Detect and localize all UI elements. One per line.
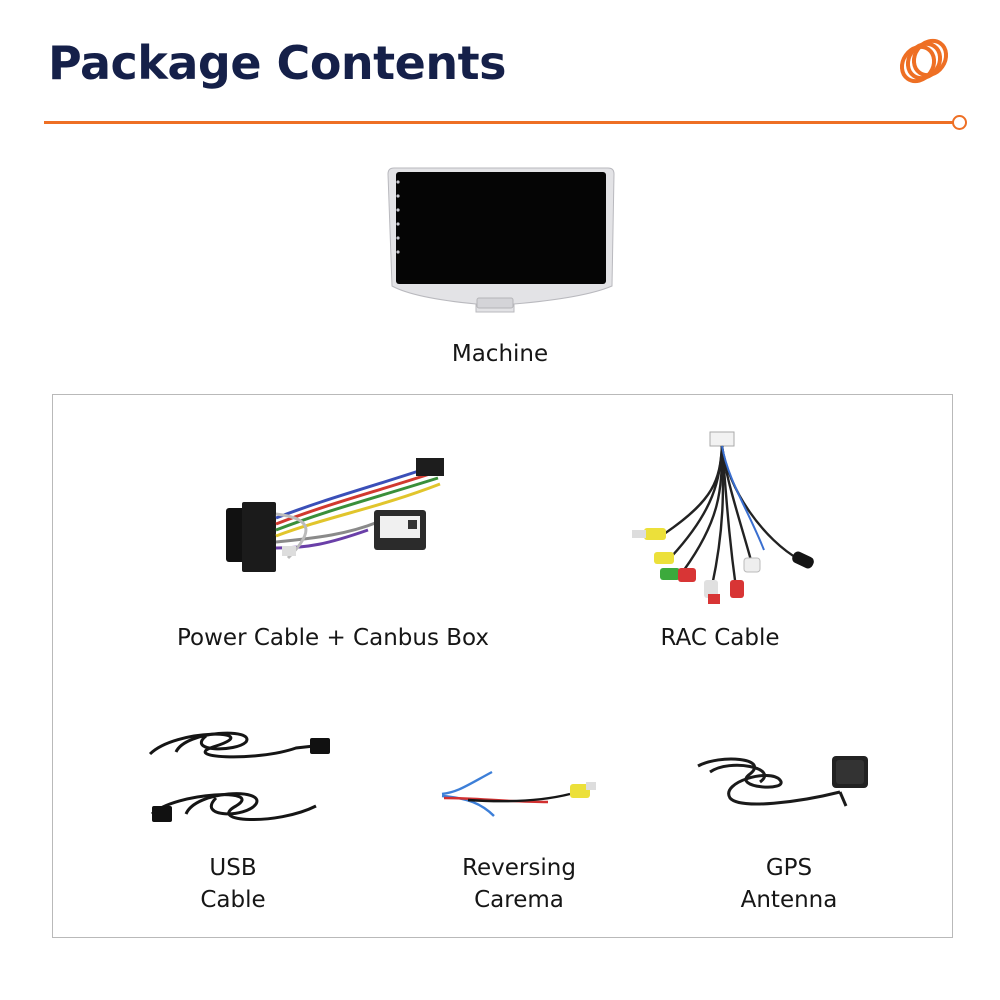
item-label-gps-antenna: GPS Antenna (704, 852, 874, 916)
reversing-label-line-1: Reversing (462, 855, 576, 881)
gps-label-line-1: GPS (765, 855, 813, 881)
header-divider (44, 121, 954, 124)
rac-cable-image (632, 431, 814, 604)
item-label-machine: Machine (451, 341, 549, 367)
usb-label-line-2: Cable (200, 887, 266, 913)
item-label-rac-cable: RAC Cable (660, 625, 780, 651)
gps-label-line-2: Antenna (740, 887, 838, 913)
reversing-camera-cable-image (441, 770, 596, 817)
item-label-usb-cable: USB Cable (173, 852, 293, 916)
reversing-label-line-2: Carema (474, 887, 564, 913)
gps-antenna-image (697, 756, 868, 807)
accessories-panel (52, 394, 953, 938)
power-cable-canbus-image (226, 458, 444, 572)
page-title: Package Contents (48, 36, 506, 90)
item-label-reversing-camera: Reversing Carema (424, 852, 614, 916)
usb-cable-image (148, 731, 330, 822)
usb-label-line-1: USB (209, 855, 257, 881)
brand-logo-icon (899, 38, 949, 84)
item-label-power-cable: Power Cable + Canbus Box (177, 625, 489, 651)
divider-end-dot (952, 115, 967, 130)
head-unit-image (387, 167, 615, 313)
